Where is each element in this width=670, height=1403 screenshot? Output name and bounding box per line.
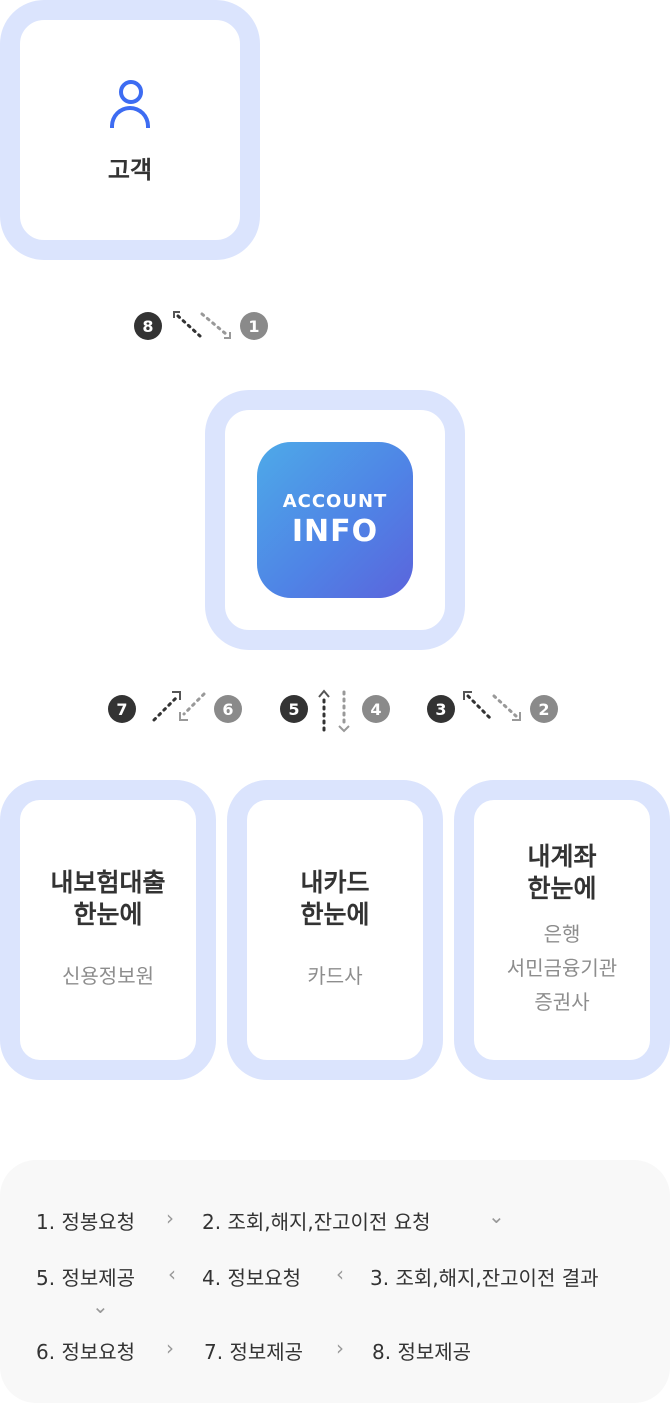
node-title: 한눈에 [527, 874, 597, 903]
step-badge-5: 5 [280, 695, 308, 723]
chevron-right-icon: › [166, 1206, 174, 1230]
bidirectional-arrow-icon [318, 689, 350, 733]
step-badge-7: 7 [108, 695, 136, 723]
chevron-right-icon: › [336, 1336, 344, 1360]
flow-legend: 1. 정봉요청 › 2. 조회,해지,잔고이전 요청 ⌄ 5. 정보제공 ‹ 4… [0, 1160, 670, 1403]
legend-step: 4. 정보요청 [202, 1266, 302, 1290]
bidirectional-arrow-icon [173, 311, 231, 339]
step-badge-3: 3 [427, 695, 455, 723]
node-title: 내카드 [300, 868, 370, 897]
node-title: 한눈에 [73, 900, 143, 929]
bidirectional-arrow-icon [463, 691, 521, 721]
logo-line-2: INFO [291, 514, 379, 549]
node-provider: 서민금융기관 [506, 956, 618, 980]
customer-node: 고객 [0, 0, 260, 260]
person-icon [110, 79, 150, 132]
step-badge-2: 2 [530, 695, 558, 723]
chevron-down-icon: ⌄ [92, 1294, 109, 1318]
legend-step: 6. 정보요청 [36, 1340, 136, 1364]
step-badge-1: 1 [240, 312, 268, 340]
node-title: 내계좌 [527, 842, 597, 871]
insurance-loan-node: 내보험대출 한눈에 신용정보원 [0, 780, 216, 1080]
node-title: 내보험대출 [50, 868, 166, 897]
chevron-left-icon: ‹ [336, 1262, 344, 1286]
legend-step: 7. 정보제공 [204, 1340, 304, 1364]
legend-step: 2. 조회,해지,잔고이전 요청 [202, 1210, 431, 1234]
logo-line-1: ACCOUNT [282, 491, 388, 512]
node-provider: 신용정보원 [62, 964, 154, 988]
chevron-left-icon: ‹ [168, 1262, 176, 1286]
step-badge-8: 8 [134, 312, 162, 340]
legend-step: 3. 조회,해지,잔고이전 결과 [370, 1266, 599, 1290]
node-provider: 카드사 [307, 964, 363, 988]
app-node: ACCOUNT INFO [205, 390, 465, 650]
legend-step: 1. 정봉요청 [36, 1210, 136, 1234]
account-info-logo: ACCOUNT INFO [257, 442, 413, 598]
node-title: 한눈에 [300, 900, 370, 929]
step-badge-6: 6 [214, 695, 242, 723]
chevron-down-icon: ⌄ [488, 1204, 505, 1228]
account-node: 내계좌 한눈에 은행 서민금융기관 증권사 [454, 780, 670, 1080]
bidirectional-arrow-icon [152, 691, 206, 722]
node-provider: 증권사 [534, 990, 590, 1014]
node-provider-list: 은행 서민금융기관 증권사 [507, 917, 617, 1019]
chevron-right-icon: › [166, 1336, 174, 1360]
node-provider: 은행 [543, 922, 581, 946]
legend-step: 8. 정보제공 [372, 1340, 472, 1364]
legend-step: 5. 정보제공 [36, 1266, 136, 1290]
card-node: 내카드 한눈에 카드사 [227, 780, 443, 1080]
step-badge-4: 4 [362, 695, 390, 723]
customer-label: 고객 [107, 155, 153, 184]
